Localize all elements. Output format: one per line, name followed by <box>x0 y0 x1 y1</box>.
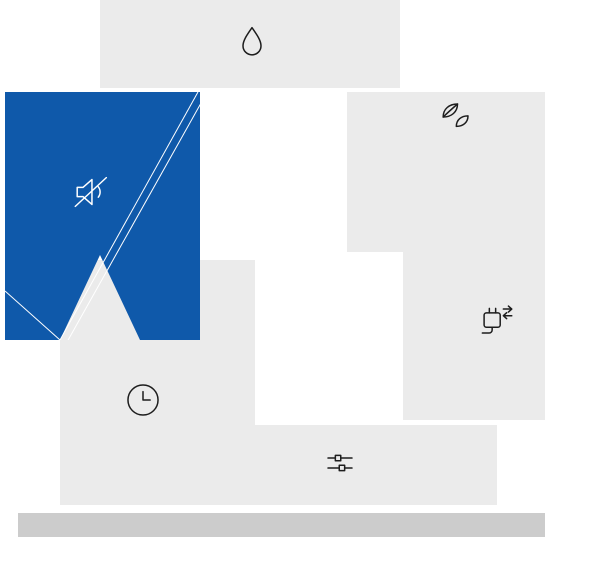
speaker-muted-icon <box>68 169 114 215</box>
ribbon-banner-shape <box>5 92 200 340</box>
tile-power-source[interactable] <box>403 150 545 420</box>
horizontal-scrollbar[interactable] <box>18 513 545 537</box>
tile-settings[interactable] <box>200 425 497 505</box>
leaf-icon <box>436 95 476 135</box>
water-drop-icon <box>232 23 272 63</box>
tile-water[interactable] <box>100 0 400 88</box>
plug-swap-icon <box>475 301 517 343</box>
tile-audio-muted[interactable] <box>5 92 200 340</box>
sliders-icon <box>322 445 358 481</box>
clock-icon <box>121 378 165 422</box>
